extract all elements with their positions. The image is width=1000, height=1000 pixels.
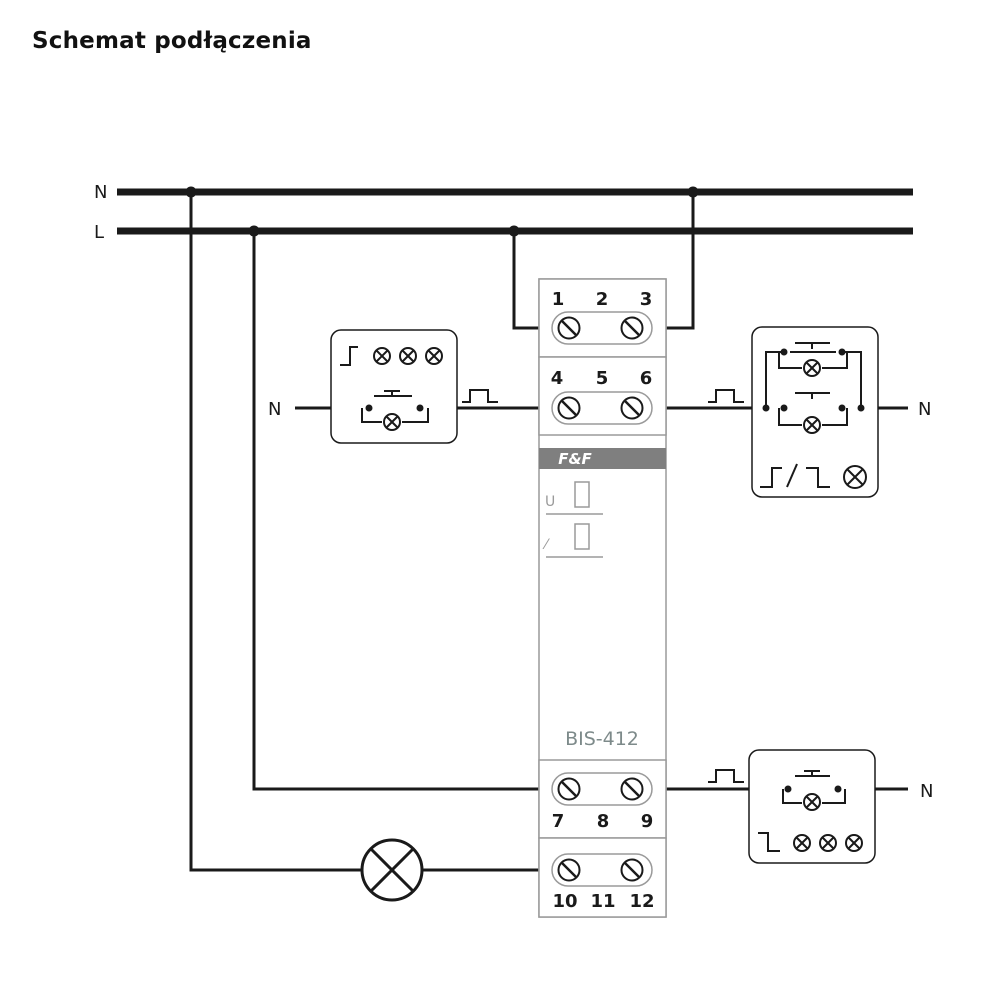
lamp-icon (803, 416, 821, 434)
terminal-1-screw (557, 316, 581, 340)
terminal-7-screw (557, 777, 581, 801)
terminal-number: 12 (629, 891, 654, 912)
terminal-number: 5 (596, 368, 609, 389)
terminal-10-screw (557, 858, 581, 882)
terminal-number: 3 (640, 289, 653, 310)
step-off-icon (806, 467, 830, 488)
brand-logo: F&F (558, 450, 592, 468)
bus-label-neutral: N (94, 182, 107, 203)
terminal-number: 6 (640, 368, 653, 389)
pulse-signal-icon (707, 769, 745, 783)
terminal-number: 1 (552, 289, 565, 310)
lamp-icon (425, 347, 443, 365)
terminal-number: 4 (551, 368, 564, 389)
indicator-relay-label: ⁄ (542, 537, 550, 553)
device-model-label: BIS-412 (565, 728, 639, 750)
button2-neutral-label: N (918, 399, 931, 420)
terminal-number: 9 (641, 811, 654, 832)
lamp-icon (399, 347, 417, 365)
bus-label-line: L (94, 222, 104, 243)
terminal-3-screw (620, 316, 644, 340)
indicator-relay-led (574, 523, 590, 550)
terminal-number: 11 (590, 891, 615, 912)
terminal-number: 7 (552, 811, 565, 832)
terminal-number: 2 (596, 289, 609, 310)
lamp-icon (373, 347, 391, 365)
lamp-icon (819, 834, 837, 852)
lamp-icon (793, 834, 811, 852)
push-button-toggle (751, 326, 879, 498)
wire-n-to-load (189, 192, 362, 872)
toggle-slash-icon (786, 463, 798, 488)
terminal-number: 10 (552, 891, 577, 912)
page-title: Schemat podłączenia (32, 28, 312, 54)
button-box (751, 326, 879, 498)
indicator-u-led (574, 481, 590, 508)
wire-l-to-terminal-7 (252, 231, 569, 791)
lamp-icon (803, 359, 821, 377)
indicator-u-label: U (545, 494, 555, 510)
step-on-icon (760, 467, 782, 488)
push-button-off (748, 749, 876, 864)
step-on-icon (340, 346, 358, 366)
terminal-6-screw (620, 396, 644, 420)
button1-neutral-label: N (268, 399, 281, 420)
terminal-12-screw (620, 858, 644, 882)
button3-neutral-label: N (920, 781, 933, 802)
terminal-number: 8 (597, 811, 610, 832)
brand-bar (539, 448, 666, 469)
load-lamp-icon (360, 838, 424, 902)
step-off-icon (758, 832, 780, 852)
terminal-4-screw (557, 396, 581, 420)
lamp-icon (843, 465, 867, 489)
lamp-icon (383, 413, 401, 431)
lamp-icon (845, 834, 863, 852)
terminal-9-screw (620, 777, 644, 801)
pulse-signal-icon (461, 389, 499, 403)
push-button-on (330, 329, 458, 444)
bis-412-device: 1 2 3 4 5 6 7 8 9 10 11 12 F&F U ⁄ BIS-4… (538, 278, 667, 918)
lamp-icon (803, 793, 821, 811)
pulse-signal-icon (707, 389, 745, 403)
